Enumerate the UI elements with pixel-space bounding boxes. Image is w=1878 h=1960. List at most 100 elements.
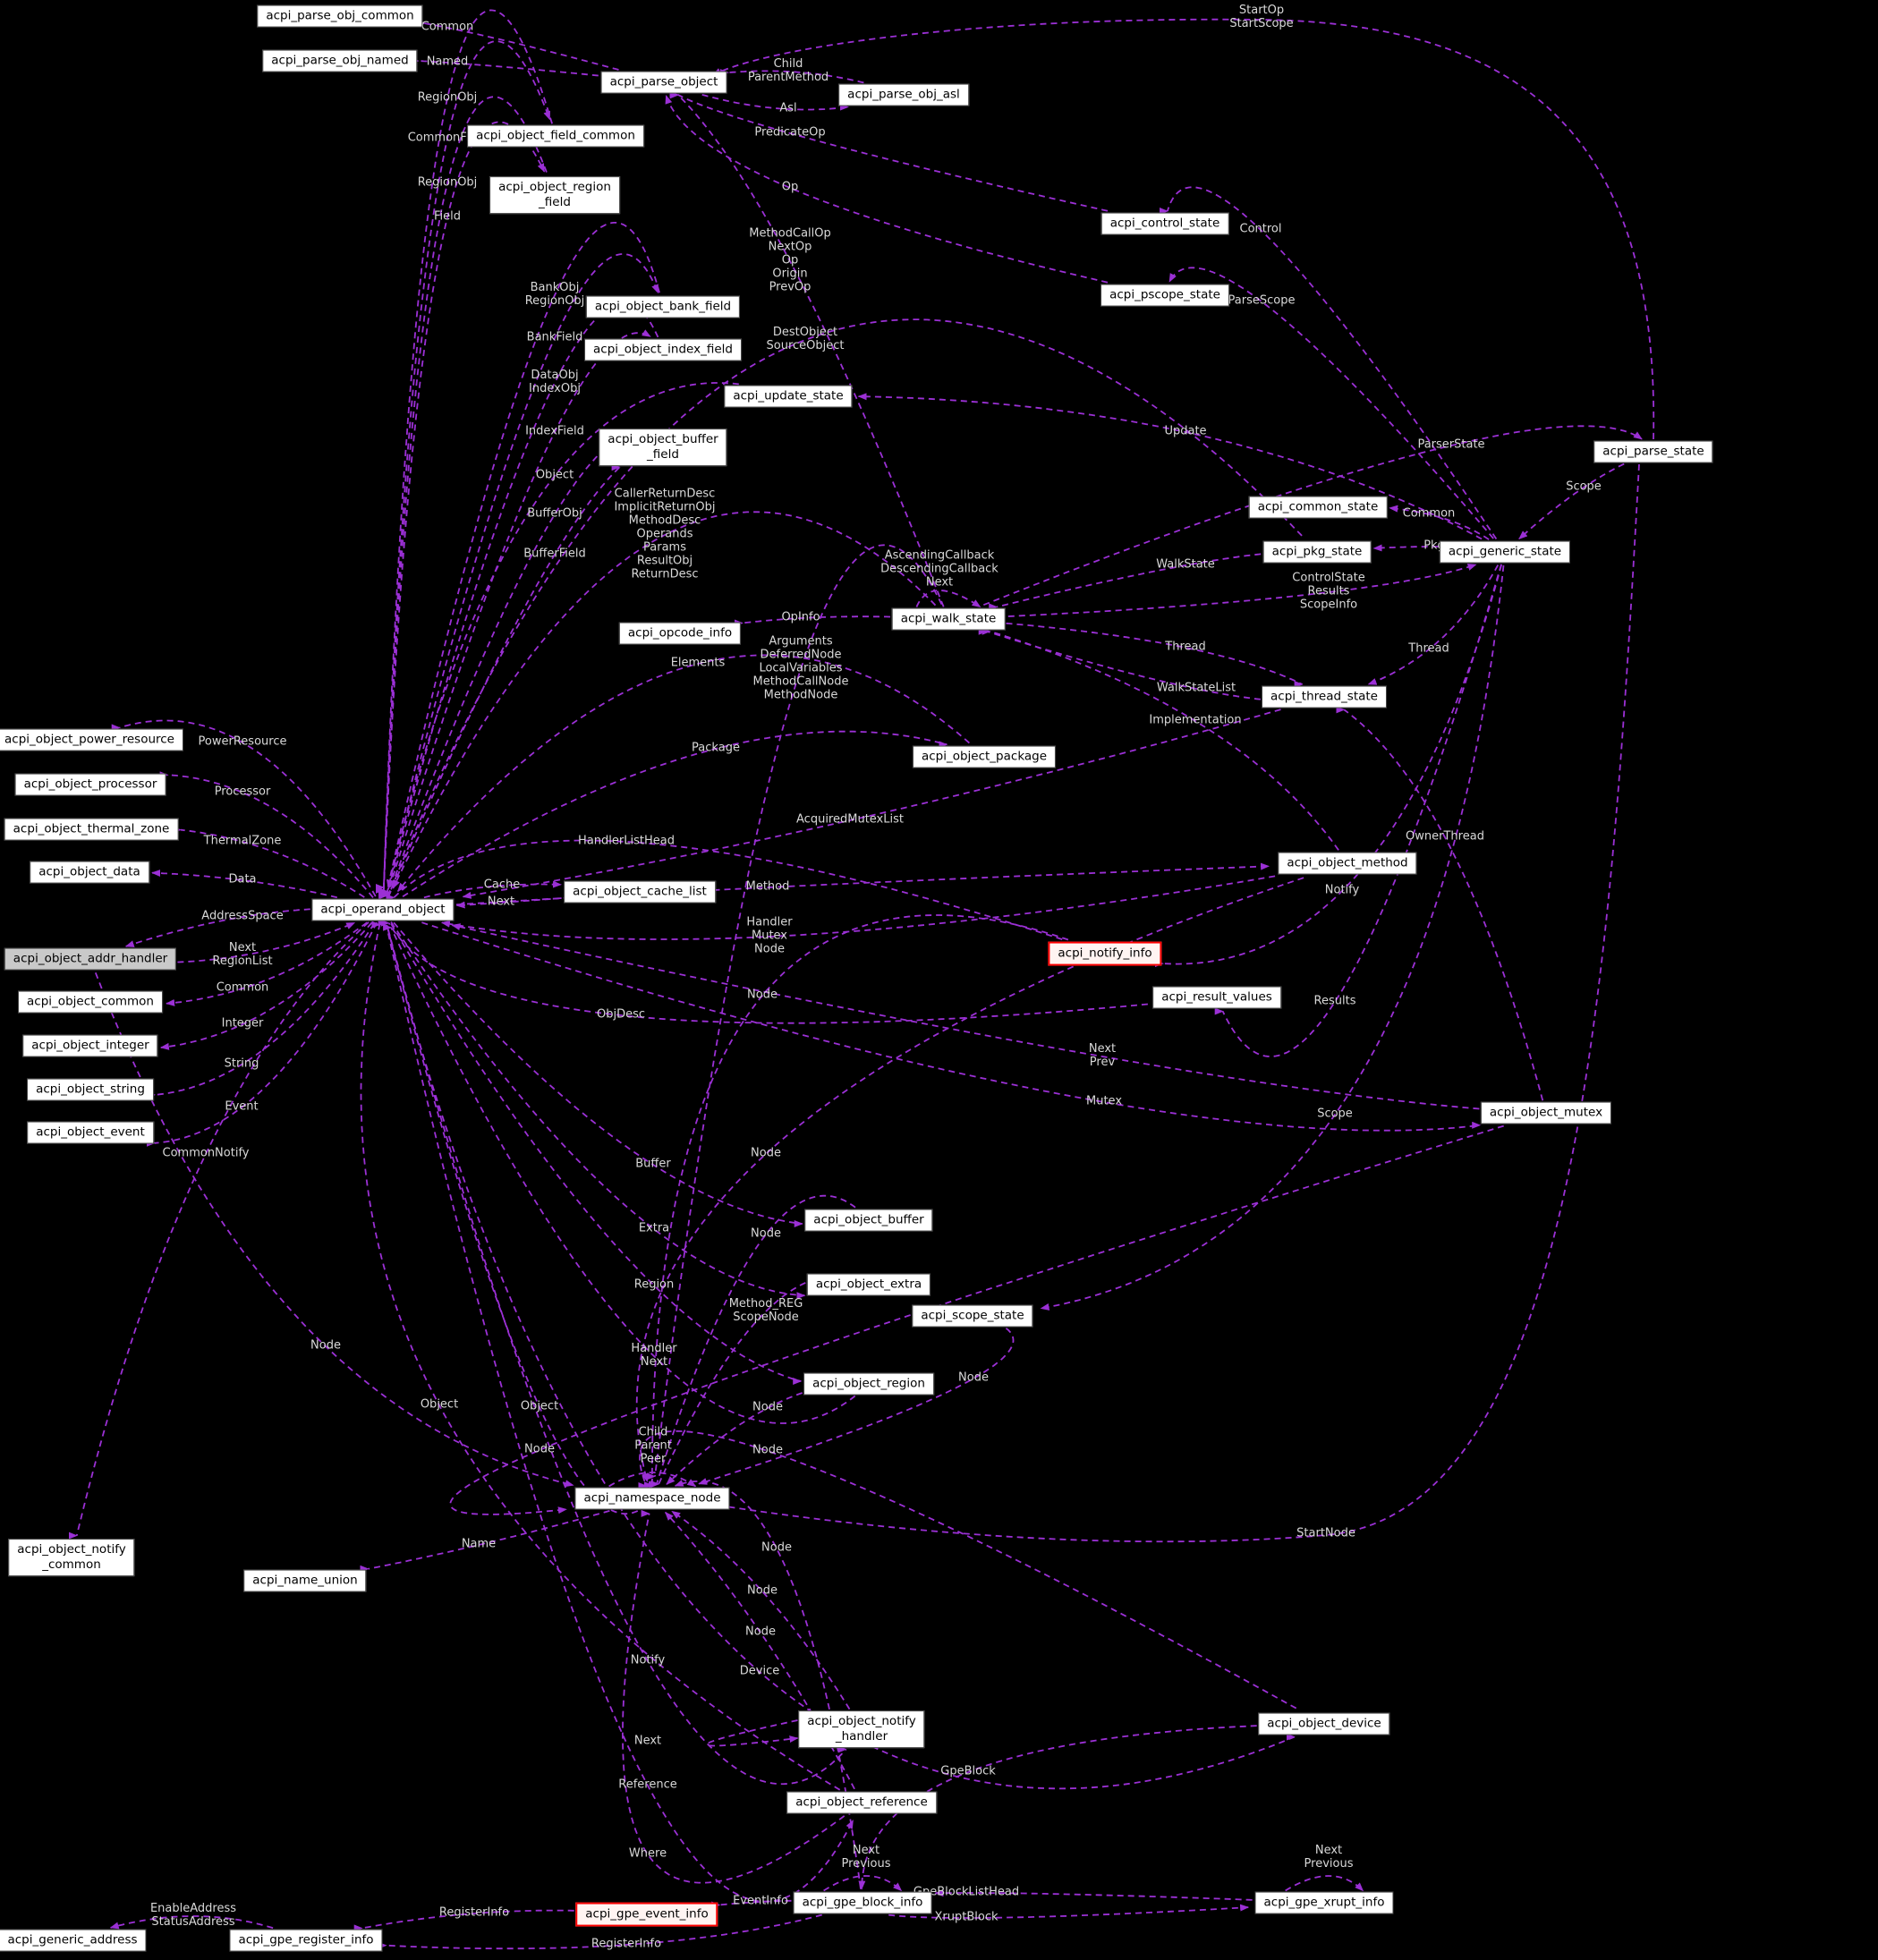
edge	[665, 1511, 855, 1790]
edge	[706, 1719, 799, 1747]
node-opcode_info[interactable]: acpi_opcode_info	[618, 622, 742, 645]
node-cache_list[interactable]: acpi_object_cache_list	[564, 880, 716, 904]
edge	[982, 425, 1643, 607]
edge	[985, 630, 1261, 700]
edge	[1040, 564, 1505, 1311]
node-generic_state[interactable]: acpi_generic_state	[1439, 540, 1571, 564]
edge	[179, 827, 365, 898]
edge	[151, 869, 337, 899]
node-object_common[interactable]: acpi_object_common	[18, 990, 163, 1014]
node-control_state[interactable]: acpi_control_state	[1100, 212, 1229, 235]
edge	[671, 1510, 851, 1710]
node-mutex[interactable]: acpi_object_mutex	[1480, 1101, 1612, 1124]
edge	[727, 68, 864, 84]
node-result_values[interactable]: acpi_result_values	[1152, 986, 1281, 1009]
edge	[1343, 708, 1544, 1101]
edge	[1367, 564, 1500, 685]
edge	[1007, 564, 1477, 617]
node-gpe_block[interactable]: acpi_gpe_block_info	[793, 1891, 932, 1914]
edge	[741, 615, 890, 626]
node-reference[interactable]: acpi_object_reference	[786, 1791, 937, 1814]
node-addr_handler[interactable]: acpi_object_addr_handler	[4, 947, 177, 971]
node-pscope_state[interactable]: acpi_pscope_state	[1100, 284, 1229, 307]
node-object_string[interactable]: acpi_object_string	[27, 1078, 154, 1101]
edge	[159, 921, 373, 1050]
node-object_integer[interactable]: acpi_object_integer	[22, 1034, 158, 1057]
edge	[712, 18, 1655, 440]
edge	[385, 1913, 822, 1950]
edge	[1389, 505, 1490, 540]
edge	[655, 1194, 856, 1486]
node-index_field[interactable]: acpi_object_index_field	[584, 338, 742, 361]
node-parse_state[interactable]: acpi_parse_state	[1593, 440, 1713, 463]
node-parse_obj_common[interactable]: acpi_parse_obj_common	[257, 4, 423, 28]
edge	[94, 972, 574, 1488]
edge	[1166, 186, 1498, 539]
edge	[387, 929, 847, 1786]
node-generic_address[interactable]: acpi_generic_address	[0, 1929, 147, 1952]
node-object_data[interactable]: acpi_object_data	[30, 861, 149, 884]
edge	[387, 929, 1296, 1790]
node-operand[interactable]: acpi_operand_object	[311, 898, 455, 921]
node-extra[interactable]: acpi_object_extra	[806, 1273, 931, 1296]
node-notify_info[interactable]: acpi_notify_info	[1048, 941, 1162, 966]
node-object_event[interactable]: acpi_object_event	[27, 1121, 154, 1144]
edge	[674, 1480, 862, 1889]
node-name_union[interactable]: acpi_name_union	[243, 1569, 367, 1592]
edge	[387, 921, 1148, 1024]
edge	[392, 511, 937, 889]
node-parse_object[interactable]: acpi_parse_object	[600, 71, 727, 94]
node-thermal_zone[interactable]: acpi_object_thermal_zone	[4, 818, 179, 841]
edge	[387, 933, 854, 1903]
node-parse_obj_named[interactable]: acpi_parse_obj_named	[262, 49, 418, 72]
edge	[462, 708, 1281, 899]
edge	[109, 1915, 274, 1930]
edge	[361, 1909, 574, 1930]
node-device[interactable]: acpi_object_device	[1258, 1712, 1390, 1735]
edge	[417, 57, 599, 77]
edge	[383, 121, 546, 892]
edge	[154, 922, 376, 1099]
node-common_state[interactable]: acpi_common_state	[1248, 496, 1388, 519]
node-processor[interactable]: acpi_object_processor	[14, 773, 166, 796]
node-method[interactable]: acpi_object_method	[1278, 852, 1417, 875]
node-pkg_state[interactable]: acpi_pkg_state	[1262, 540, 1372, 564]
node-update_state[interactable]: acpi_update_state	[724, 385, 853, 408]
node-buffer[interactable]: acpi_object_buffer	[804, 1209, 933, 1232]
node-parse_obj_asl[interactable]: acpi_parse_obj_asl	[838, 83, 969, 106]
edge	[393, 921, 803, 1226]
node-gpe_xrupt[interactable]: acpi_gpe_xrupt_info	[1254, 1891, 1394, 1914]
node-notify_common[interactable]: acpi_object_notify _common	[8, 1539, 135, 1576]
node-package[interactable]: acpi_object_package	[912, 745, 1057, 768]
edge	[440, 875, 1276, 940]
node-walk_state[interactable]: acpi_walk_state	[891, 607, 1006, 631]
node-field_common[interactable]: acpi_object_field_common	[467, 124, 644, 148]
node-thread_state[interactable]: acpi_thread_state	[1262, 685, 1387, 708]
edge	[635, 877, 1304, 1483]
edge	[390, 923, 803, 1383]
edge	[118, 719, 377, 897]
node-region_field[interactable]: acpi_object_region _field	[489, 176, 620, 214]
edge	[177, 921, 356, 963]
edge	[380, 9, 553, 888]
edge	[388, 318, 1303, 894]
edge	[608, 1472, 697, 1488]
edge	[166, 921, 368, 1006]
edge	[665, 94, 1109, 284]
edge	[385, 222, 660, 895]
edge	[1518, 462, 1625, 539]
node-gpe_event[interactable]: acpi_gpe_event_info	[575, 1902, 718, 1927]
node-region[interactable]: acpi_object_region	[803, 1372, 934, 1396]
node-buffer_field[interactable]: acpi_object_buffer _field	[599, 428, 727, 466]
node-gpe_register[interactable]: acpi_gpe_register_info	[229, 1929, 383, 1952]
edge	[823, 1875, 903, 1892]
edge	[708, 463, 1640, 1543]
node-scope_state[interactable]: acpi_scope_state	[912, 1304, 1033, 1328]
node-bank_field[interactable]: acpi_object_bank_field	[585, 295, 741, 318]
node-power_resource[interactable]: acpi_object_power_resource	[0, 728, 183, 751]
node-namespace[interactable]: acpi_namespace_node	[574, 1487, 730, 1510]
node-notify_handler[interactable]: acpi_object_notify _handler	[798, 1710, 925, 1748]
edge	[989, 630, 1339, 851]
edge	[455, 897, 562, 909]
